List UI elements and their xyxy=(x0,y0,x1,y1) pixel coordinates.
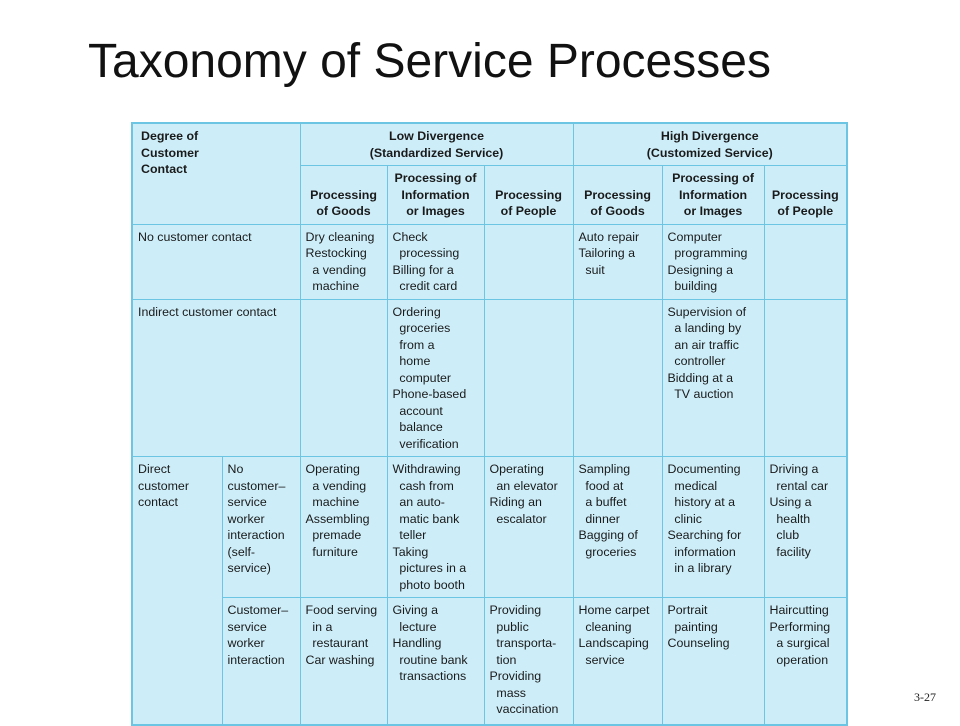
table-cell: Computer programming Designing a buildin… xyxy=(661,223,765,300)
service-process-table: Degree of Customer Contact Low Divergenc… xyxy=(131,122,849,726)
row-sublabel-worker-interaction: Customer– service worker interaction xyxy=(221,597,301,725)
table-cell xyxy=(763,298,848,457)
row-sublabel-self-service: No customer– service worker interaction … xyxy=(221,456,301,598)
table-cell: Providing public transporta- tion Provid… xyxy=(483,597,574,725)
row-label-indirect: Indirect customer contact xyxy=(131,298,301,457)
page-number: 3-27 xyxy=(914,690,936,704)
table-cell: Auto repair Tailoring a suit xyxy=(572,223,663,300)
table-cell: Operating an elevator Riding an escalato… xyxy=(483,456,574,598)
table-cell xyxy=(299,298,388,457)
table-cell: Portrait painting Counseling xyxy=(661,597,765,725)
table-cell: Giving a lecture Handling routine bank t… xyxy=(386,597,485,725)
table-cell: Sampling food at a buffet dinner Bagging… xyxy=(572,456,663,598)
row-direct-self-service: Direct customer contact No customer– ser… xyxy=(131,456,848,725)
header-row-divergence: Degree of Customer Contact Low Divergenc… xyxy=(131,122,848,225)
table-cell: Withdrawing cash from an auto- matic ban… xyxy=(386,456,485,598)
row-label-direct: Direct customer contact xyxy=(131,456,223,725)
slide-title: Taxonomy of Service Processes xyxy=(88,35,771,88)
row-direct-worker-interaction: Customer– service worker interaction Foo… xyxy=(132,597,848,725)
table-cell: Dry cleaning Restocking a vending machin… xyxy=(299,223,388,300)
table-cell: Driving a rental car Using a health club… xyxy=(763,456,848,598)
table-cell xyxy=(483,223,574,300)
high-people-header: Processing of People xyxy=(763,165,848,225)
table-cell xyxy=(763,223,848,300)
row-indirect-customer-contact: Indirect customer contact Ordering groce… xyxy=(131,298,848,457)
table-cell xyxy=(572,298,663,457)
low-info-header: Processing of Information or Images xyxy=(386,165,485,225)
row-label-no-contact: No customer contact xyxy=(131,223,301,300)
table-cell: Supervision of a landing by an air traff… xyxy=(661,298,765,457)
table-cell: Operating a vending machine Assembling p… xyxy=(299,456,388,598)
high-divergence-header: High Divergence (Customized Service) xyxy=(572,122,848,166)
high-goods-header: Processing of Goods xyxy=(572,165,663,225)
table-cell: Ordering groceries from a home computer … xyxy=(386,298,485,457)
table-cell: Food serving in a restaurant Car washing xyxy=(299,597,388,725)
row-no-customer-contact: No customer contact Dry cleaning Restock… xyxy=(131,223,848,300)
low-goods-header: Processing of Goods xyxy=(299,165,388,225)
table-cell: Documenting medical history at a clinic … xyxy=(661,456,765,598)
high-info-header: Processing of Information or Images xyxy=(661,165,765,225)
table-cell xyxy=(483,298,574,457)
corner-header: Degree of Customer Contact xyxy=(131,122,301,225)
table-cell: Home carpet cleaning Landscaping service xyxy=(572,597,663,725)
header-row-processing: Processing of Goods Processing of Inform… xyxy=(132,165,848,225)
table-cell: Check processing Billing for a credit ca… xyxy=(386,223,485,300)
table-cell: Haircutting Performing a surgical operat… xyxy=(763,597,848,725)
low-divergence-header: Low Divergence (Standardized Service) xyxy=(299,122,574,166)
low-people-header: Processing of People xyxy=(483,165,574,225)
